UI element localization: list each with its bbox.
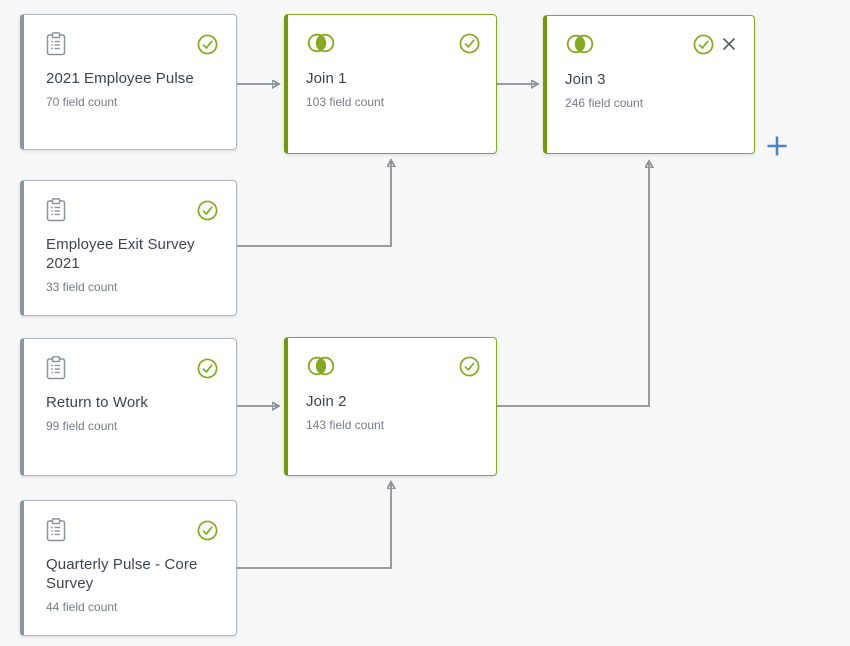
connector-src4-join2 (237, 483, 391, 569)
check-circle-icon (459, 356, 480, 377)
node-field-count: 99 field count (46, 419, 118, 433)
check-circle-icon (459, 33, 480, 54)
join-venn-icon (306, 32, 336, 54)
join-venn-icon (565, 33, 595, 55)
node-title: Join 1 (306, 70, 347, 87)
node-title: Employee Exit Survey 2021 (46, 236, 195, 272)
check-circle-icon (693, 34, 714, 55)
source-card-employee-exit-survey-2021[interactable]: Employee Exit Survey 2021 33 field count (20, 180, 237, 316)
node-title: Join 2 (306, 393, 347, 410)
join-node-3[interactable]: Join 3 246 field count (543, 15, 755, 154)
connector-join2-join3 (497, 162, 649, 407)
source-card-2021-employee-pulse[interactable]: 2021 Employee Pulse 70 field count (20, 14, 237, 150)
survey-clipboard-icon (46, 198, 66, 222)
join-node-2[interactable]: Join 2 143 field count (284, 337, 497, 476)
remove-join-button[interactable] (720, 35, 738, 53)
node-field-count: 33 field count (46, 280, 118, 294)
join-venn-icon (306, 355, 336, 377)
node-title: Quarterly Pulse - Core Survey (46, 556, 198, 592)
node-field-count: 246 field count (565, 96, 644, 110)
add-node-button[interactable] (764, 133, 790, 159)
node-title: Return to Work (46, 394, 148, 411)
connector-src2-join1 (237, 161, 391, 247)
node-field-count: 44 field count (46, 600, 118, 614)
source-card-quarterly-pulse-core-survey[interactable]: Quarterly Pulse - Core Survey 44 field c… (20, 500, 237, 636)
check-circle-icon (197, 358, 218, 379)
node-field-count: 143 field count (306, 418, 385, 432)
node-field-count: 70 field count (46, 95, 118, 109)
survey-clipboard-icon (46, 518, 66, 542)
check-circle-icon (197, 520, 218, 541)
plus-icon (765, 134, 789, 158)
survey-clipboard-icon (46, 32, 66, 56)
source-card-return-to-work[interactable]: Return to Work 99 field count (20, 338, 237, 476)
survey-clipboard-icon (46, 356, 66, 380)
close-icon (721, 36, 737, 52)
check-circle-icon (197, 200, 218, 221)
node-title: 2021 Employee Pulse (46, 70, 194, 87)
check-circle-icon (197, 34, 218, 55)
node-title: Join 3 (565, 71, 606, 88)
node-field-count: 103 field count (306, 95, 385, 109)
join-node-1[interactable]: Join 1 103 field count (284, 14, 497, 154)
